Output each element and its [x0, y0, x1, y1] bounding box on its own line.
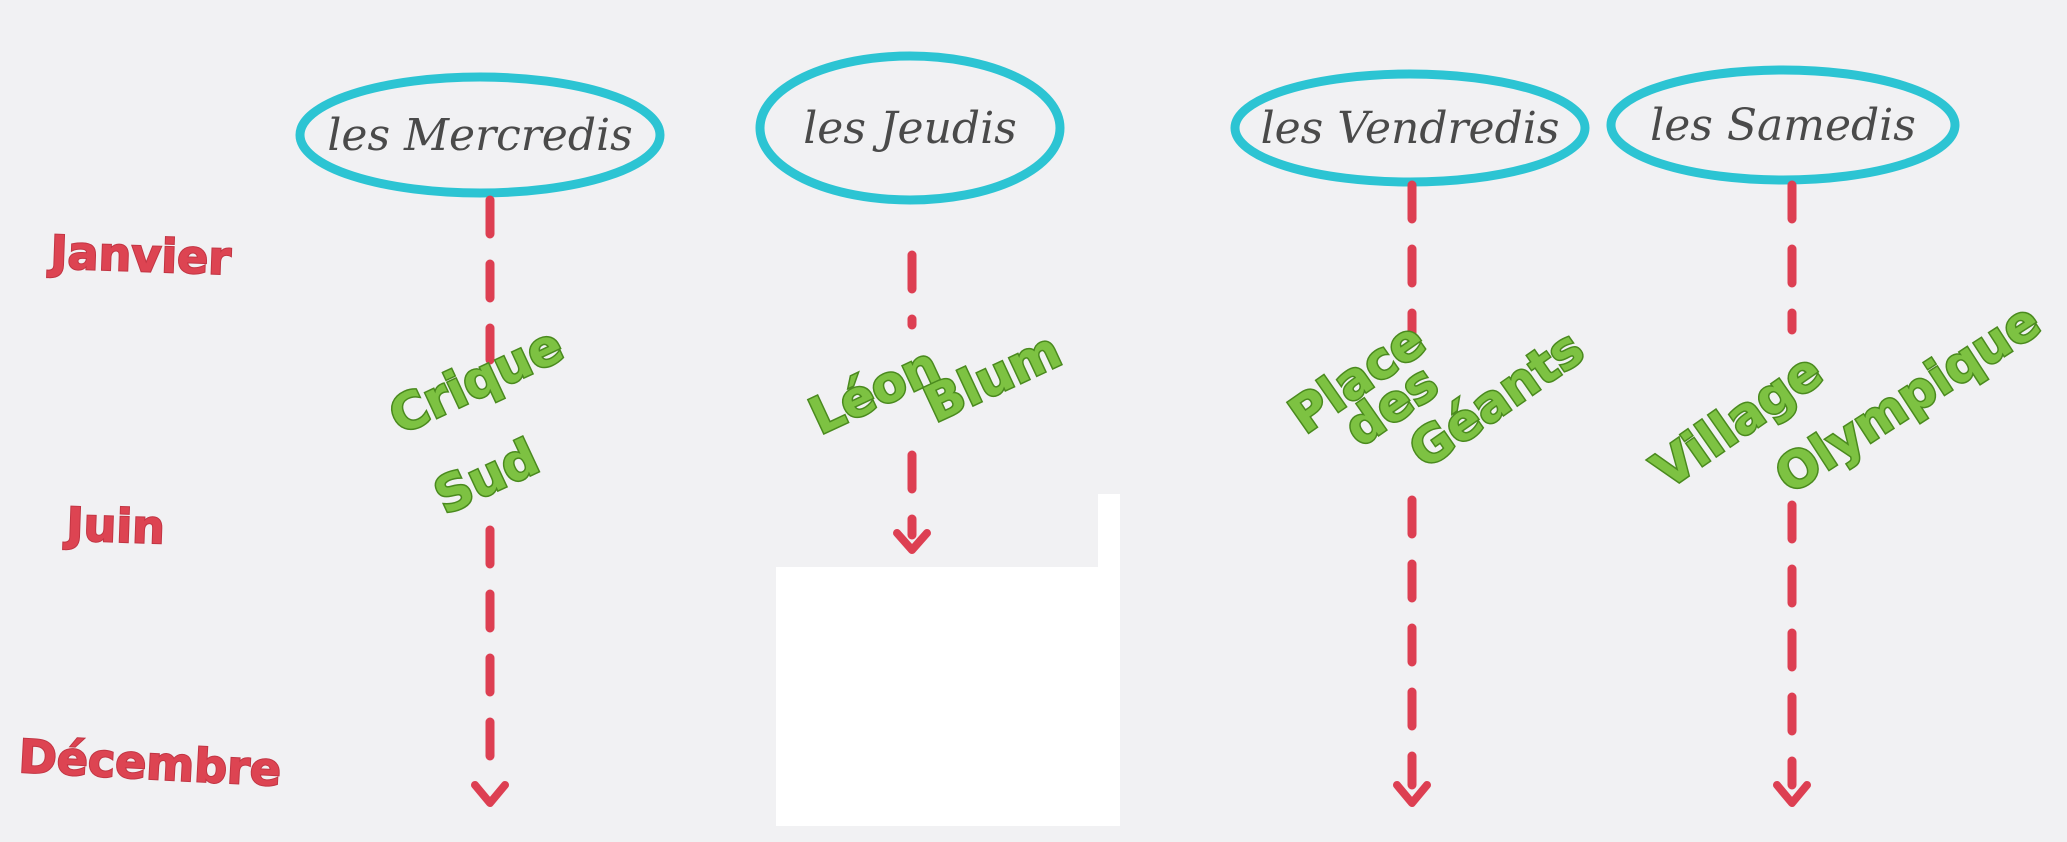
arrow-head-icon: [471, 781, 509, 807]
arrow-friday: [1393, 180, 1431, 807]
day-label-wednesday: les Mercredis: [327, 110, 632, 161]
arrow-head-icon: [1393, 781, 1431, 807]
day-ellipse: [295, 72, 665, 198]
day-label-friday: les Vendredis: [1261, 103, 1560, 154]
place-line: Sud: [426, 428, 548, 526]
day-ellipse: [1606, 65, 1960, 185]
redaction-block: [776, 494, 1120, 826]
day-ellipse: [755, 51, 1065, 205]
day-header-wednesday: les Mercredis: [295, 72, 665, 198]
place-wednesday: Crique Sud: [379, 314, 573, 527]
month-december: Décembre: [17, 729, 282, 797]
day-header-saturday: les Samedis: [1606, 65, 1960, 185]
arrow-head-icon: [1773, 781, 1811, 807]
arrow-thursday: [893, 250, 931, 554]
arrow-head-icon: [893, 529, 931, 554]
arrow-saturday: [1773, 180, 1811, 807]
month-june: Juin: [63, 497, 166, 555]
day-header-thursday: les Jeudis: [755, 51, 1065, 205]
month-january: Janvier: [47, 225, 233, 285]
place-line: Blum: [916, 321, 1070, 434]
place-friday: Place des Géants: [1277, 309, 1595, 481]
arrow-wednesday: [471, 195, 509, 807]
day-label-saturday: les Samedis: [1650, 100, 1916, 151]
place-line: Crique: [381, 316, 572, 446]
day-label-thursday: les Jeudis: [803, 103, 1017, 154]
day-header-friday: les Vendredis: [1230, 69, 1590, 187]
place-saturday: Village Olympique: [1640, 290, 2052, 506]
place-thursday: Léon Blum: [799, 319, 1071, 447]
